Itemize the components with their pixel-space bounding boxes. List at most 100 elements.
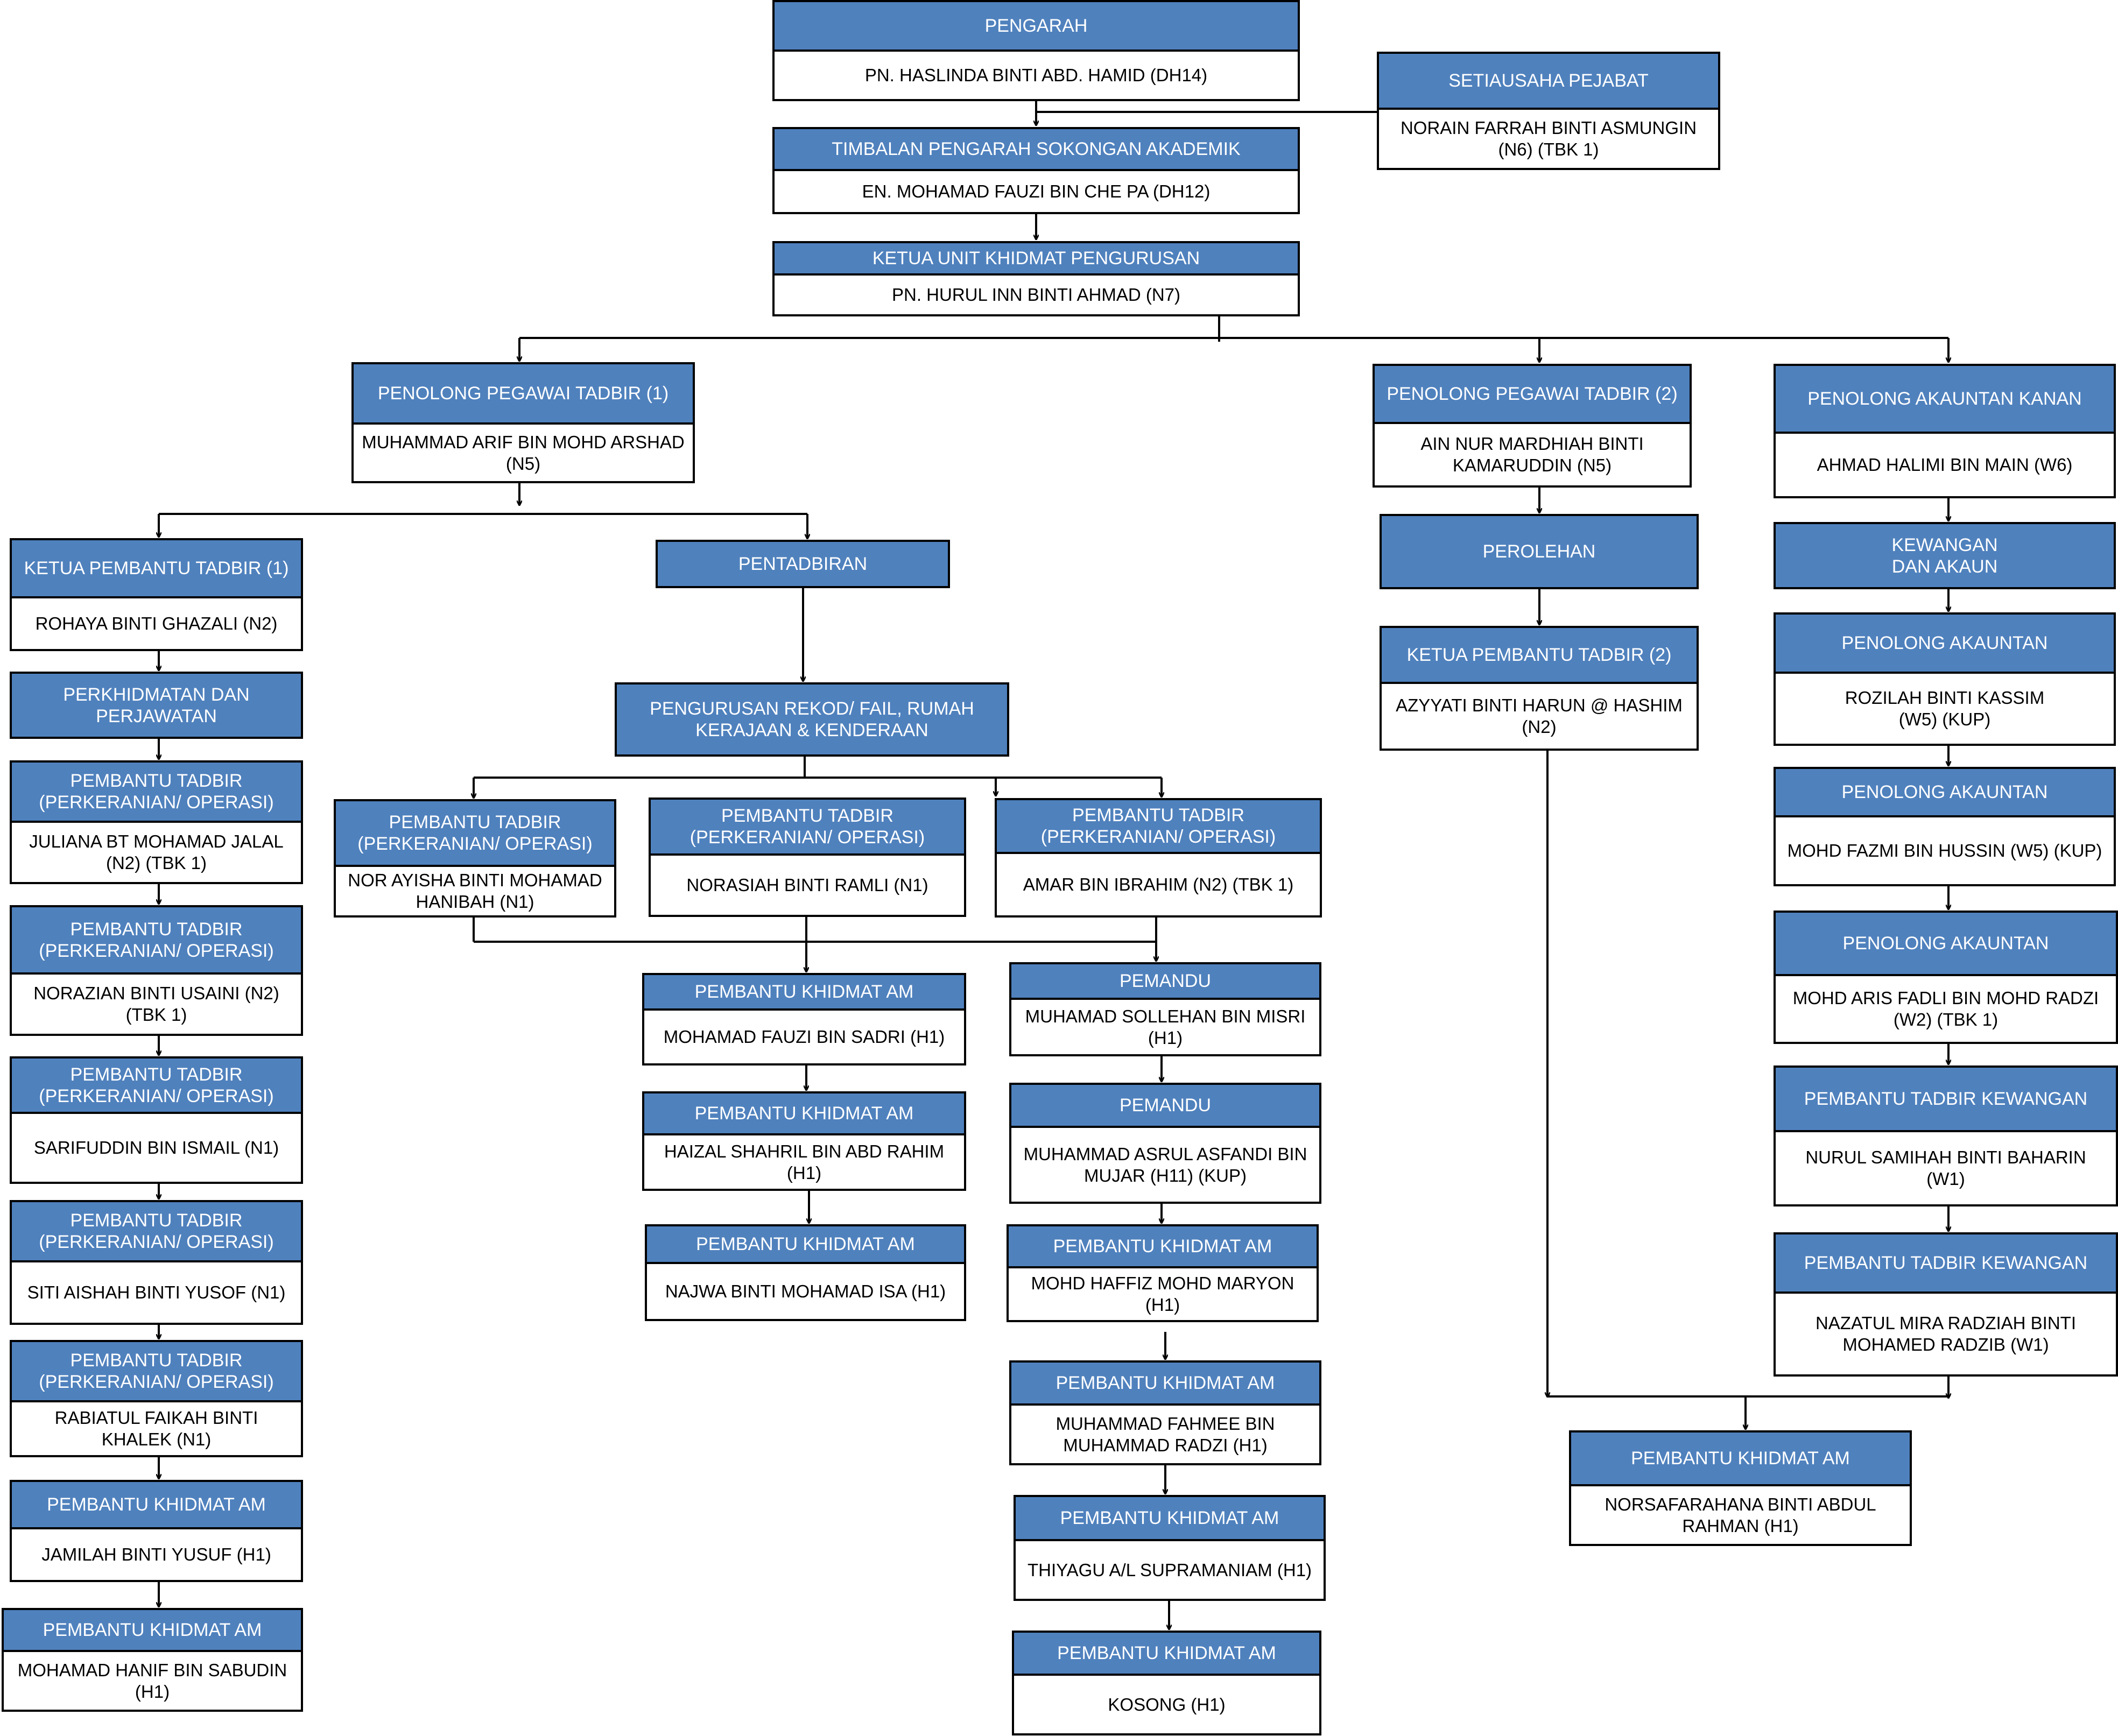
box-name: RABIATUL FAIKAH BINTI KHALEK (N1) xyxy=(54,1408,258,1449)
box-title: PENOLONG AKAUNTAN xyxy=(1776,913,2116,976)
box-name: PN. HURUL INN BINTI AHMAD (N7) xyxy=(892,285,1180,305)
box-title: PENOLONG AKAUNTAN xyxy=(1776,615,2114,674)
box-title: PEROLEHAN xyxy=(1382,516,1697,587)
box-title: KETUA PEMBANTU TADBIR (2) xyxy=(1382,628,1697,684)
box-name: ROHAYA BINTI GHAZALI (N2) xyxy=(35,613,278,633)
box-title: KEWANGAN DAN AKAUN xyxy=(1776,524,2114,587)
box-perkhidmatan: PERKHIDMATAN DAN PERJAWATAN xyxy=(10,672,303,739)
box-name: NOR AYISHA BINTI MOHAMAD HANIBAH (N1) xyxy=(348,870,602,912)
box-title: PEMBANTU TADBIR (PERKERANIAN/ OPERASI) xyxy=(12,907,301,975)
box-title: PEMBANTU TADBIR (PERKERANIAN/ OPERASI) xyxy=(12,763,301,823)
box-pengurusan-rekod: PENGURUSAN REKOD/ FAIL, RUMAH KERAJAAN &… xyxy=(615,682,1009,757)
box-title: PEMBANTU TADBIR KEWANGAN xyxy=(1776,1068,2116,1132)
box-title: PEMBANTU TADBIR (PERKERANIAN/ OPERASI) xyxy=(12,1342,301,1402)
box-title: PEMBANTU KHIDMAT AM xyxy=(4,1610,301,1652)
box-name: MUHAMAD SOLLEHAN BIN MISRI (H1) xyxy=(1025,1006,1306,1048)
box-pka-fahmee: PEMBANTU KHIDMAT AM MUHAMMAD FAHMEE BIN … xyxy=(1009,1360,1321,1465)
box-pka-kosong: PEMBANTU KHIDMAT AM KOSONG (H1) xyxy=(1012,1631,1321,1735)
box-name: KOSONG (H1) xyxy=(1108,1694,1226,1714)
box-name: SARIFUDDIN BIN ISMAIL (N1) xyxy=(33,1138,279,1158)
box-kewangan: KEWANGAN DAN AKAUN xyxy=(1774,522,2116,589)
box-title: PEMBANTU TADBIR (PERKERANIAN/ OPERASI) xyxy=(12,1058,301,1114)
box-title: KETUA UNIT KHIDMAT PENGURUSAN xyxy=(775,243,1298,276)
box-pka-norsafarahana: PEMBANTU KHIDMAT AM NORSAFARAHANA BINTI … xyxy=(1569,1430,1912,1546)
box-name: MOHD ARIS FADLI BIN MOHD RADZI (W2) (TBK… xyxy=(1792,988,2099,1029)
box-name: MUHAMMAD ARIF BIN MOHD ARSHAD (N5) xyxy=(362,432,685,474)
box-title: PEMBANTU KHIDMAT AM xyxy=(647,1226,964,1264)
box-title: PENOLONG PEGAWAI TADBIR (2) xyxy=(1375,366,1690,424)
box-title: PEMBANTU TADBIR (PERKERANIAN/ OPERASI) xyxy=(336,801,614,867)
box-title: PEMANDU xyxy=(1011,1085,1319,1128)
box-title: KETUA PEMBANTU TADBIR (1) xyxy=(12,540,301,598)
box-pt-nor-ayisha: PEMBANTU TADBIR (PERKERANIAN/ OPERASI) N… xyxy=(334,799,616,918)
box-pka-fauzi: PEMBANTU KHIDMAT AM MOHAMAD FAUZI BIN SA… xyxy=(642,973,966,1065)
box-title: PEMBANTU KHIDMAT AM xyxy=(1014,1633,1319,1676)
box-title: PEMBANTU KHIDMAT AM xyxy=(644,1093,964,1135)
box-name: AMAR BIN IBRAHIM (N2) (TBK 1) xyxy=(1023,874,1294,894)
box-name: NORSAFARAHANA BINTI ABDUL RAHMAN (H1) xyxy=(1605,1494,1876,1536)
box-ketua-pt2: KETUA PEMBANTU TADBIR (2) AZYYATI BINTI … xyxy=(1380,626,1699,751)
box-title: PENTADBIRAN xyxy=(658,542,948,586)
box-name: MUHAMMAD FAHMEE BIN MUHAMMAD RADZI (H1) xyxy=(1056,1413,1275,1455)
box-ketua-pt1: KETUA PEMBANTU TADBIR (1) ROHAYA BINTI G… xyxy=(10,538,303,651)
box-name: HAIZAL SHAHRIL BIN ABD RAHIM (H1) xyxy=(664,1141,945,1183)
box-name: NORAIN FARRAH BINTI ASMUNGIN (N6) (TBK 1… xyxy=(1400,118,1697,159)
box-pka-thiyagu: PEMBANTU KHIDMAT AM THIYAGU A/L SUPRAMAN… xyxy=(1014,1495,1326,1601)
box-name: AIN NUR MARDHIAH BINTI KAMARUDDIN (N5) xyxy=(1420,434,1644,475)
box-name: THIYAGU A/L SUPRAMANIAM (H1) xyxy=(1027,1559,1312,1580)
box-title: SETIAUSAHA PEJABAT xyxy=(1379,54,1718,110)
box-ppt2: PENOLONG PEGAWAI TADBIR (2) AIN NUR MARD… xyxy=(1373,364,1692,488)
box-name: SITI AISHAH BINTI YUSOF (N1) xyxy=(27,1282,286,1302)
box-pentadbiran: PENTADBIRAN xyxy=(656,540,950,588)
box-ketua-ukp: KETUA UNIT KHIDMAT PENGURUSAN PN. HURUL … xyxy=(772,241,1300,316)
box-name: NORASIAH BINTI RAMLI (N1) xyxy=(686,875,928,895)
box-pt-norazian: PEMBANTU TADBIR (PERKERANIAN/ OPERASI) N… xyxy=(10,905,303,1036)
box-title: PEMBANTU TADBIR (PERKERANIAN/ OPERASI) xyxy=(997,800,1320,854)
box-pa-fazmi: PENOLONG AKAUNTAN MOHD FAZMI BIN HUSSIN … xyxy=(1774,767,2116,886)
box-name: MOHD FAZMI BIN HUSSIN (W5) (KUP) xyxy=(1787,841,2102,860)
box-title: PEMBANTU TADBIR KEWANGAN xyxy=(1776,1234,2116,1294)
box-name: MOHAMAD FAUZI BIN SADRI (H1) xyxy=(663,1027,945,1047)
box-title: PENOLONG PEGAWAI TADBIR (1) xyxy=(354,364,693,425)
box-timbalan: TIMBALAN PENGARAH SOKONGAN AKADEMIK EN. … xyxy=(772,127,1300,214)
box-name: EN. MOHAMAD FAUZI BIN CHE PA (DH12) xyxy=(862,181,1211,201)
box-ppt1: PENOLONG PEGAWAI TADBIR (1) MUHAMMAD ARI… xyxy=(351,362,695,483)
box-name: JAMILAH BINTI YUSUF (H1) xyxy=(41,1544,271,1564)
box-name: NAZATUL MIRA RADZIAH BINTI MOHAMED RADZI… xyxy=(1815,1313,2077,1354)
box-name: JULIANA BT MOHAMAD JALAL (N2) (TBK 1) xyxy=(29,831,284,873)
box-name: MOHD HAFFIZ MOHD MARYON (H1) xyxy=(1031,1273,1294,1315)
box-pt-juliana: PEMBANTU TADBIR (PERKERANIAN/ OPERASI) J… xyxy=(10,760,303,884)
box-ptk-nazatul: PEMBANTU TADBIR KEWANGAN NAZATUL MIRA RA… xyxy=(1774,1232,2118,1377)
box-name: NAJWA BINTI MOHAMAD ISA (H1) xyxy=(665,1281,946,1301)
box-title: PEMBANTU KHIDMAT AM xyxy=(12,1482,301,1529)
box-pt-amar: PEMBANTU TADBIR (PERKERANIAN/ OPERASI) A… xyxy=(995,798,1322,918)
box-pka-najwa: PEMBANTU KHIDMAT AM NAJWA BINTI MOHAMAD … xyxy=(645,1224,966,1321)
box-title: PEMBANTU TADBIR (PERKERANIAN/ OPERASI) xyxy=(651,800,964,856)
box-name: AZYYATI BINTI HARUN @ HASHIM (N2) xyxy=(1396,695,1683,737)
box-pengarah: PENGARAH PN. HASLINDA BINTI ABD. HAMID (… xyxy=(772,0,1300,101)
box-pt-sarifuddin: PEMBANTU TADBIR (PERKERANIAN/ OPERASI) S… xyxy=(10,1056,303,1184)
box-name: NURUL SAMIHAH BINTI BAHARIN (W1) xyxy=(1805,1147,2086,1189)
box-title: PERKHIDMATAN DAN PERJAWATAN xyxy=(12,674,301,737)
box-name: AHMAD HALIMI BIN MAIN (W6) xyxy=(1817,455,2073,475)
box-name: MOHAMAD HANIF BIN SABUDIN (H1) xyxy=(17,1660,287,1702)
box-pka-haizal: PEMBANTU KHIDMAT AM HAIZAL SHAHRIL BIN A… xyxy=(642,1091,966,1191)
box-title: PEMBANTU KHIDMAT AM xyxy=(1571,1432,1910,1486)
box-name: MUHAMMAD ASRUL ASFANDI BIN MUJAR (H11) (… xyxy=(1023,1144,1307,1185)
box-ptk-nurul: PEMBANTU TADBIR KEWANGAN NURUL SAMIHAH B… xyxy=(1774,1065,2118,1206)
box-setiausaha: SETIAUSAHA PEJABAT NORAIN FARRAH BINTI A… xyxy=(1377,52,1720,170)
box-title: PEMBANTU KHIDMAT AM xyxy=(644,975,964,1011)
box-pt-rabiatul: PEMBANTU TADBIR (PERKERANIAN/ OPERASI) R… xyxy=(10,1340,303,1457)
box-name: NORAZIAN BINTI USAINI (N2) (TBK 1) xyxy=(33,983,279,1025)
box-title: PEMBANTU KHIDMAT AM xyxy=(1016,1497,1324,1541)
box-pak: PENOLONG AKAUNTAN KANAN AHMAD HALIMI BIN… xyxy=(1774,364,2116,498)
box-title: PENGURUSAN REKOD/ FAIL, RUMAH KERAJAAN &… xyxy=(617,684,1007,754)
box-pka-hanif: PEMBANTU KHIDMAT AM MOHAMAD HANIF BIN SA… xyxy=(2,1608,303,1712)
box-pa-rozilah: PENOLONG AKAUNTAN ROZILAH BINTI KASSIM (… xyxy=(1774,612,2116,746)
box-name: PN. HASLINDA BINTI ABD. HAMID (DH14) xyxy=(864,65,1208,85)
box-perolehan: PEROLEHAN xyxy=(1380,514,1699,589)
box-pemandu-sollehan: PEMANDU MUHAMAD SOLLEHAN BIN MISRI (H1) xyxy=(1009,962,1321,1056)
box-title: PENGARAH xyxy=(775,2,1298,52)
box-title: PEMBANTU KHIDMAT AM xyxy=(1011,1363,1319,1406)
